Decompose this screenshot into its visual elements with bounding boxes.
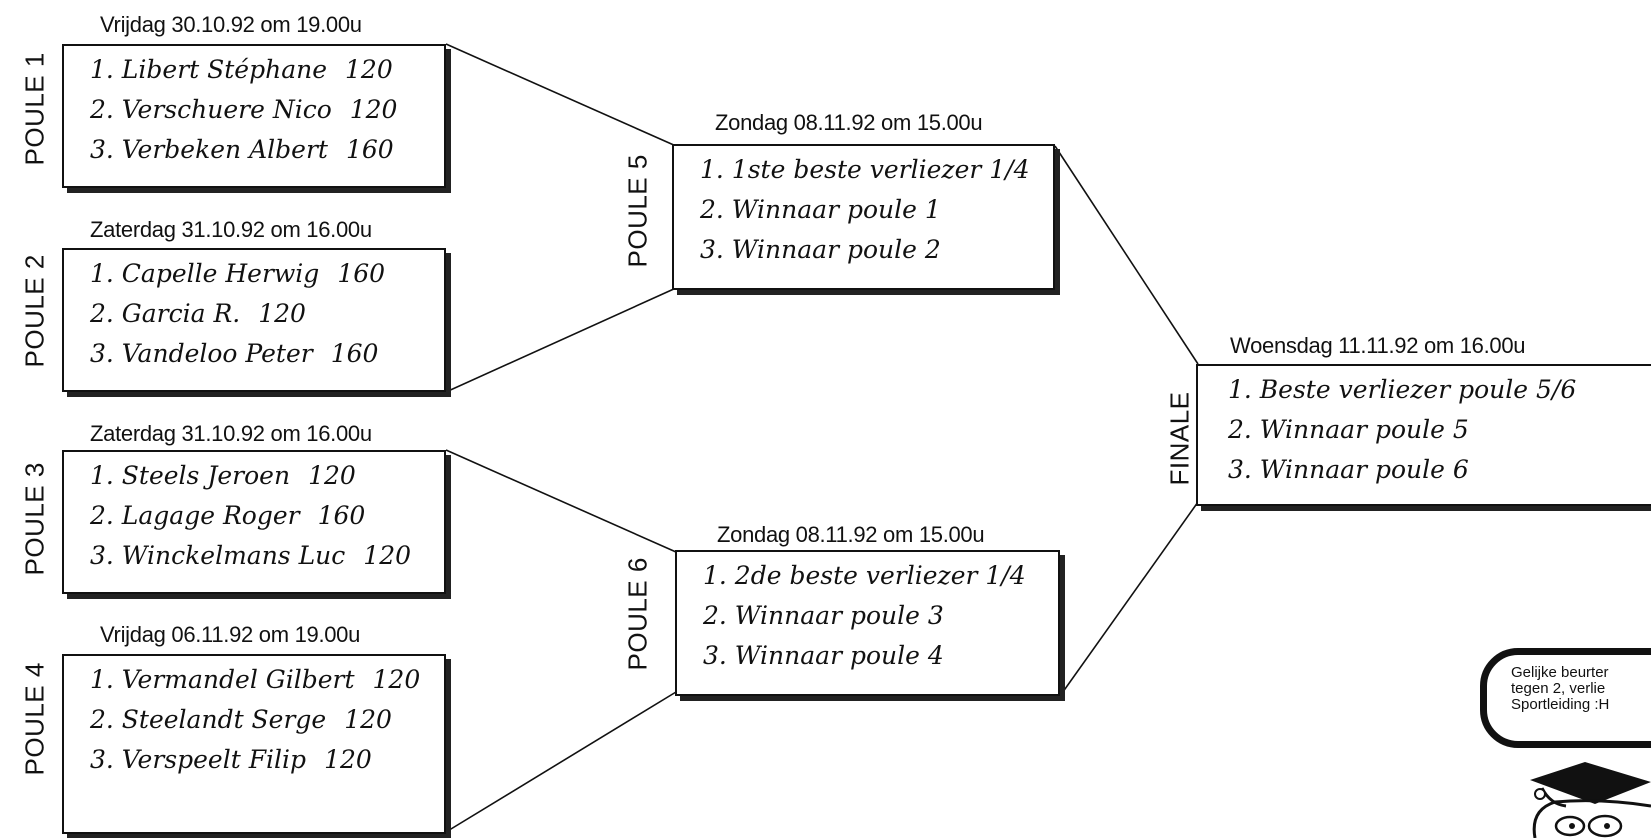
finale-label: FINALE — [1164, 391, 1195, 486]
poule-6-label: POULE 6 — [622, 557, 653, 671]
poule-3-label: POULE 3 — [19, 462, 50, 576]
finale-entry-3: 3. Winnaar poule 6 — [1228, 455, 1469, 484]
note-line-1: Gelijke beurter — [1511, 664, 1609, 681]
connector-poule1-to-poule5 — [445, 43, 677, 147]
poule-3-date: Zaterdag 31.10.92 om 16.00u — [90, 421, 372, 446]
poule-5-date: Zondag 08.11.92 om 15.00u — [715, 110, 983, 135]
poule-2-date: Zaterdag 31.10.92 om 16.00u — [90, 217, 372, 242]
poule-6-box: 1. 2de beste verliezer 1/4 2. Winnaar po… — [675, 550, 1060, 696]
connector-poule4-to-poule6 — [445, 691, 677, 833]
poule-2-label: POULE 2 — [19, 254, 50, 368]
poule-2-entry-2: 2. Garcia R.120 — [90, 299, 306, 328]
poule-5-entry-2: 2. Winnaar poule 1 — [700, 195, 941, 224]
connector-poule6-to-finale — [1059, 501, 1199, 697]
poule-5-entry-1: 1. 1ste beste verliezer 1/4 — [700, 155, 1030, 184]
finale-date: Woensdag 11.11.92 om 16.00u — [1230, 333, 1526, 358]
note-line-2: tegen 2, verlie — [1511, 680, 1606, 697]
connector-poule5-to-finale — [1054, 145, 1199, 365]
poule-5-label: POULE 5 — [622, 154, 653, 268]
poule-4-date: Vrijdag 06.11.92 om 19.00u — [100, 622, 361, 647]
poule-6-entry-3: 3. Winnaar poule 4 — [703, 641, 944, 670]
finale-entry-1: 1. Beste verliezer poule 5/6 — [1228, 375, 1577, 404]
note-line-3: Sportleiding :H — [1511, 696, 1610, 713]
poule-6-entry-1: 1. 2de beste verliezer 1/4 — [703, 561, 1026, 590]
poule-6-date: Zondag 08.11.92 om 15.00u — [717, 522, 985, 547]
connector-poule3-to-poule6 — [445, 449, 677, 553]
poule-6-entry-2: 2. Winnaar poule 3 — [703, 601, 944, 630]
poule-5-entry-3: 3. Winnaar poule 2 — [700, 235, 941, 264]
finale-box: 1. Beste verliezer poule 5/6 2. Winnaar … — [1196, 364, 1651, 506]
connector-poule2-to-poule5 — [445, 287, 677, 393]
graduate-mascot-icon — [1530, 762, 1651, 838]
info-note-bubble: Gelijke beurter tegen 2, verlie Sportlei… — [1480, 648, 1651, 748]
poule-5-box: 1. 1ste beste verliezer 1/4 2. Winnaar p… — [672, 144, 1055, 290]
finale-entry-2: 2. Winnaar poule 5 — [1228, 415, 1469, 444]
poule-1-label: POULE 1 — [19, 52, 50, 166]
poule-4-label: POULE 4 — [19, 662, 50, 776]
poule-1-date: Vrijdag 30.10.92 om 19.00u — [100, 12, 362, 37]
